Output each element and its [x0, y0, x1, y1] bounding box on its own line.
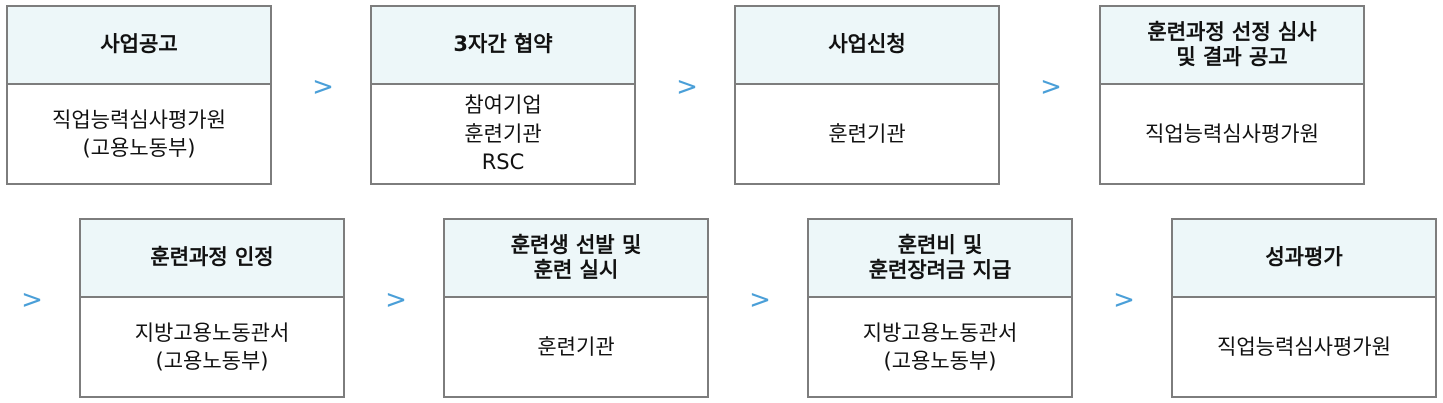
step-6-trainee-selection-training: 훈련생 선발 및 훈련 실시 훈련기관 — [443, 218, 709, 398]
step-title: 훈련생 선발 및 훈련 실시 — [445, 220, 707, 298]
flow-arrow-1: > — [312, 72, 334, 102]
step-actor: 직업능력심사평가원 — [1145, 121, 1319, 146]
step-actor: 훈련기관 — [828, 121, 906, 146]
step-title: 3자간 협약 — [372, 7, 634, 85]
step-2-tripartite-agreement: 3자간 협약 참여기업 훈련기관 RSC — [370, 5, 636, 185]
step-1-business-announcement: 사업공고 직업능력심사평가원 (고용노동부) — [6, 5, 272, 185]
step-7-training-cost-payment: 훈련비 및 훈련장려금 지급 지방고용노동관서 (고용노동부) — [807, 218, 1073, 398]
flow-arrow-4: > — [21, 285, 43, 315]
step-actor: 직업능력심사평가원 (고용노동부) — [52, 107, 226, 160]
step-actor: 참여기업 훈련기관 RSC — [464, 93, 542, 175]
step-title: 훈련과정 인정 — [81, 220, 343, 298]
flow-arrow-7: > — [1113, 285, 1135, 315]
flow-arrow-3: > — [1040, 72, 1062, 102]
step-title: 훈련과정 선정 심사 및 결과 공고 — [1101, 7, 1363, 85]
step-actor: 지방고용노동관서 (고용노동부) — [134, 320, 290, 373]
flow-arrow-5: > — [385, 285, 407, 315]
flow-arrow-2: > — [676, 72, 698, 102]
step-actor: 지방고용노동관서 (고용노동부) — [862, 320, 1018, 373]
step-title: 성과평가 — [1173, 220, 1435, 298]
step-4-course-selection-review: 훈련과정 선정 심사 및 결과 공고 직업능력심사평가원 — [1099, 5, 1365, 185]
flow-arrow-6: > — [749, 285, 771, 315]
step-title: 사업공고 — [8, 7, 270, 85]
step-title: 훈련비 및 훈련장려금 지급 — [809, 220, 1071, 298]
step-3-business-application: 사업신청 훈련기관 — [734, 5, 1000, 185]
step-actor: 훈련기관 — [537, 334, 615, 359]
step-title: 사업신청 — [736, 7, 998, 85]
step-actor: 직업능력심사평가원 — [1217, 334, 1391, 359]
step-8-performance-evaluation: 성과평가 직업능력심사평가원 — [1171, 218, 1437, 398]
step-5-course-certification: 훈련과정 인정 지방고용노동관서 (고용노동부) — [79, 218, 345, 398]
